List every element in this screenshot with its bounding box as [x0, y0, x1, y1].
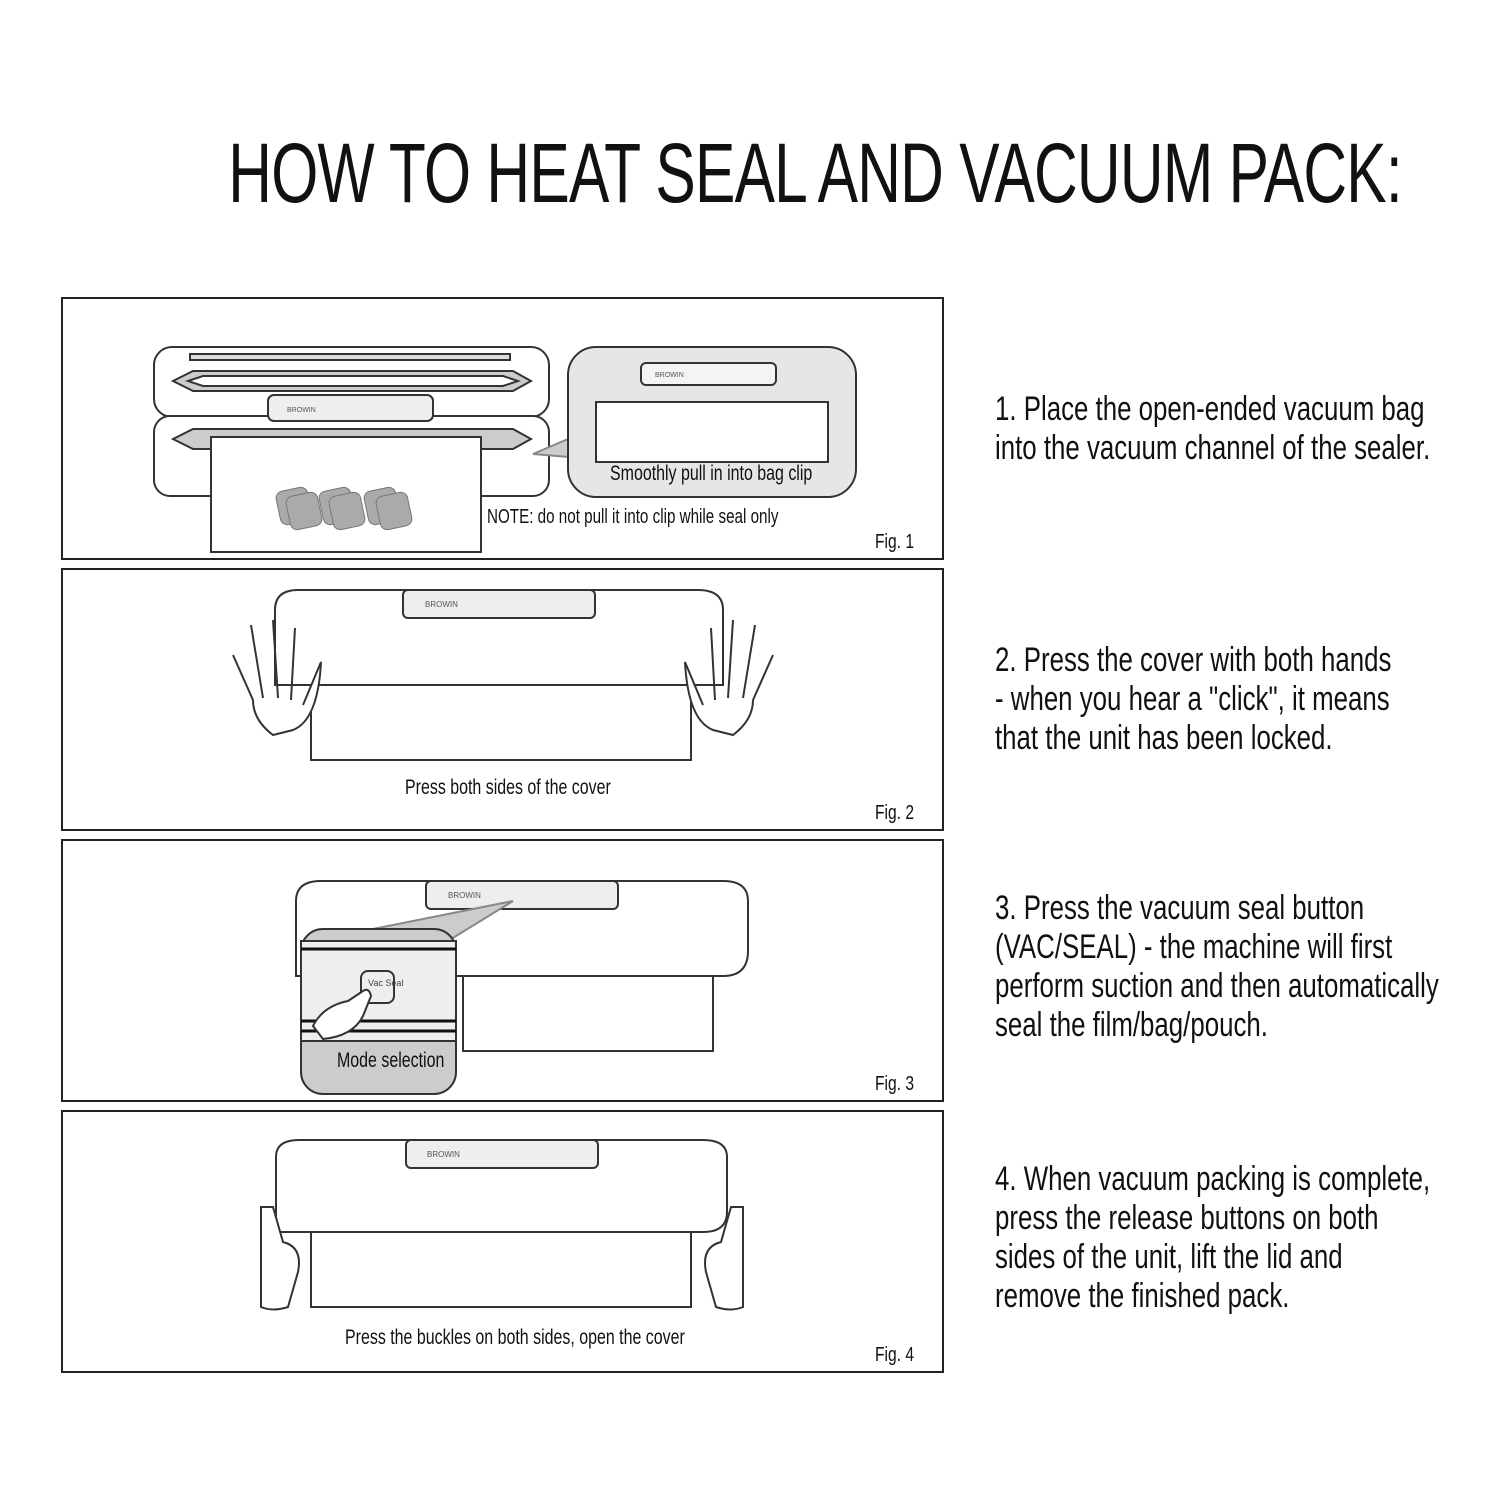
brand-label: BROWIN — [448, 891, 481, 900]
step-line: (VAC/SEAL) - the machine will first — [995, 928, 1393, 966]
brand-label: BROWIN — [655, 372, 684, 379]
step-line: 4. When vacuum packing is complete, — [995, 1160, 1431, 1198]
press-cover-illustration: BROWIN — [232, 589, 774, 761]
figure-label: Fig. 1 — [874, 531, 914, 553]
caption-text: Press both sides of the cover — [405, 776, 611, 799]
step-line: perform suction and then automatically — [995, 967, 1439, 1005]
step-3-text: 3. Press the vacuum seal button (VAC/SEA… — [995, 889, 1481, 1045]
step-line: 1. Place the open-ended vacuum bag — [995, 390, 1425, 428]
step-line: 3. Press the vacuum seal button — [995, 889, 1365, 927]
callout-text: Mode selection — [337, 1049, 445, 1072]
brand-label: BROWIN — [287, 407, 316, 414]
step-line: 2. Press the cover with both hands — [995, 641, 1392, 679]
figure-label: Fig. 4 — [874, 1344, 914, 1366]
page-title: HOW TO HEAT SEAL AND VACUUM PACK: — [0, 128, 1500, 218]
mode-selection-illustration: BROWIN Vac Seal — [295, 880, 749, 1095]
figure-2-panel: BROWIN Press both sides of the cover Fig… — [61, 568, 944, 831]
open-cover-illustration: BROWIN — [260, 1139, 744, 1311]
step-4-text: 4. When vacuum packing is complete, pres… — [995, 1160, 1481, 1316]
note-text: NOTE: do not pull it into clip while sea… — [487, 506, 779, 528]
step-line: - when you hear a "click", it means — [995, 680, 1390, 718]
step-line: that the unit has been locked. — [995, 719, 1333, 757]
vacuum-sealer-open-illustration: BROWIN BROWIN — [153, 346, 857, 553]
step-line: seal the film/bag/pouch. — [995, 1006, 1268, 1044]
step-line: remove the finished pack. — [995, 1277, 1290, 1315]
step-line: press the release buttons on both — [995, 1199, 1379, 1237]
page-title-text: HOW TO HEAT SEAL AND VACUUM PACK: — [228, 126, 1403, 220]
step-line: into the vacuum channel of the sealer. — [995, 429, 1431, 467]
brand-label: BROWIN — [427, 1150, 460, 1159]
vac-seal-button-label: Vac Seal — [368, 978, 403, 988]
figure-label: Fig. 3 — [874, 1073, 914, 1095]
figure-4-panel: BROWIN Press the buckles on both sides, … — [61, 1110, 944, 1373]
step-2-text: 2. Press the cover with both hands - whe… — [995, 641, 1481, 758]
step-1-text: 1. Place the open-ended vacuum bag into … — [995, 390, 1481, 468]
figure-label: Fig. 2 — [874, 802, 914, 824]
brand-label: BROWIN — [425, 600, 458, 609]
step-line: sides of the unit, lift the lid and — [995, 1238, 1343, 1276]
caption-text: Press the buckles on both sides, open th… — [345, 1326, 685, 1349]
figure-1-panel: BROWIN BROWIN Smoothly pull in into bag … — [61, 297, 944, 560]
callout-text: Smoothly pull in into bag clip — [610, 462, 813, 485]
figure-3-panel: BROWIN Vac Seal Mode selection Fig. 3 — [61, 839, 944, 1102]
